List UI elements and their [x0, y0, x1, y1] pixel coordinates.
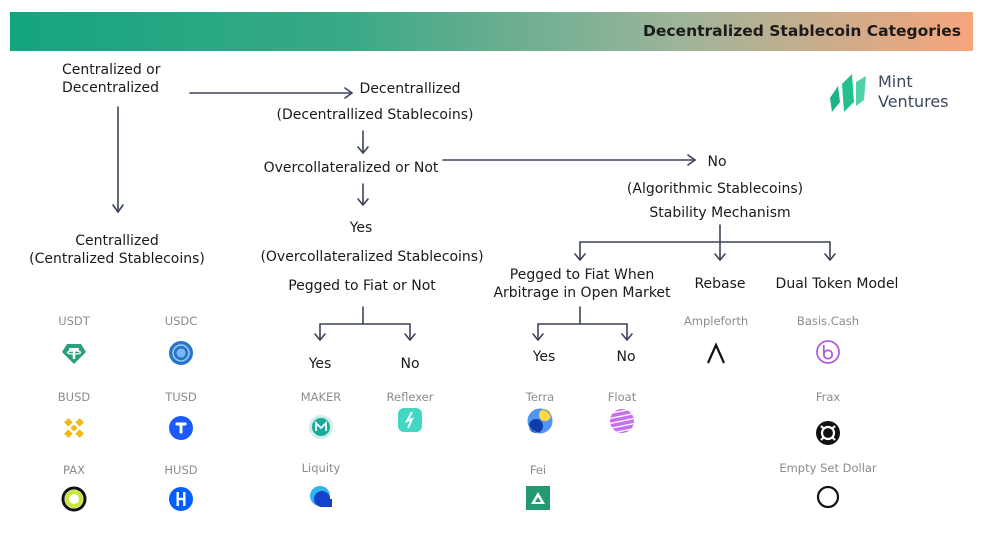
node-centralized-stablecoins: (Centralized Stablecoins) [29, 251, 205, 267]
coin-label-usdt: USDT [58, 314, 90, 328]
node-decentralized: Decentrallized [359, 81, 461, 97]
trueusd-icon [169, 416, 193, 440]
coin-label-fei: Fei [529, 463, 547, 477]
node-root-line-1: Centralized or [62, 62, 161, 78]
coin-label-frax: Frax [815, 390, 841, 404]
coin-label-usdc: USDC [164, 314, 198, 328]
reflexer-icon [398, 408, 422, 432]
coin-label-empty-set-dollar: Empty Set Dollar [779, 461, 877, 475]
coin-label-ampleforth: Ampleforth [683, 314, 749, 328]
node-centralized: Centrallized [75, 233, 159, 249]
basis-cash-icon [816, 340, 840, 364]
node-pegged-question: Pegged to Fiat or Not [288, 278, 436, 294]
coin-label-busd: BUSD [57, 390, 91, 404]
coin-label-float: Float [607, 390, 637, 404]
coin-label-tusd: TUSD [165, 390, 197, 404]
node-decentralized-stablecoins: (Decentrallized Stablecoins) [276, 107, 474, 123]
coin-label-terra: Terra [525, 390, 555, 404]
logo-line-2: Ventures [878, 92, 949, 111]
mint-ventures-logo [826, 72, 872, 120]
husd-icon [169, 487, 193, 511]
coin-label-basis-cash: Basis.Cash [796, 314, 860, 328]
node-no-overcoll: No [707, 154, 727, 170]
usdc-icon [169, 341, 193, 365]
node-pegged-arbitrage-line-1: Pegged to Fiat When [509, 267, 655, 283]
banner-title: Decentralized Stablecoin Categories [642, 22, 961, 40]
maker-icon [309, 415, 333, 439]
node-pegged-arbitrage: Pegged to Fiat When Arbitrage in Open Ma… [493, 266, 670, 302]
coin-label-husd: HUSD [164, 463, 198, 477]
logo-line-1: Mint [878, 72, 913, 91]
node-no-pegged: No [400, 356, 420, 372]
node-dual-token-model: Dual Token Model [775, 276, 899, 292]
fei-icon [526, 486, 550, 510]
node-yes-overcoll: Yes [349, 220, 373, 236]
coin-label-reflexer: Reflexer [386, 390, 434, 404]
coin-label-pax: PAX [63, 463, 85, 477]
binance-icon [64, 418, 84, 438]
node-yes-arbitrage: Yes [532, 349, 556, 365]
liquity-icon [310, 486, 332, 507]
node-yes-pegged: Yes [308, 356, 332, 372]
node-overcollateralized-question: Overcollateralized or Not [263, 160, 439, 176]
node-algorithmic-stablecoins: (Algorithmic Stablecoins) [626, 181, 804, 197]
node-pegged-arbitrage-line-2: Arbitrage in Open Market [493, 285, 671, 301]
node-root: Centralized or Decentralized [62, 61, 161, 97]
float-icon [610, 409, 634, 433]
paxos-icon [61, 486, 87, 512]
frax-icon [816, 421, 840, 445]
tether-icon [62, 344, 86, 364]
logo-text: Mint Ventures [878, 72, 949, 112]
node-overcollateralized-stablecoins: (Overcollateralized Stablecoins) [260, 249, 484, 265]
node-no-arbitrage: No [616, 349, 636, 365]
node-stability-mechanism: Stability Mechanism [649, 205, 791, 221]
coin-label-liquity: Liquity [301, 461, 341, 475]
title-banner: Decentralized Stablecoin Categories [10, 12, 973, 51]
terra-icon [527, 408, 553, 434]
coin-label-maker: MAKER [300, 390, 342, 404]
node-rebase: Rebase [694, 276, 746, 292]
node-root-line-2: Decentralized [62, 80, 160, 96]
ampleforth-icon [706, 342, 726, 364]
empty-set-dollar-icon [816, 485, 840, 509]
